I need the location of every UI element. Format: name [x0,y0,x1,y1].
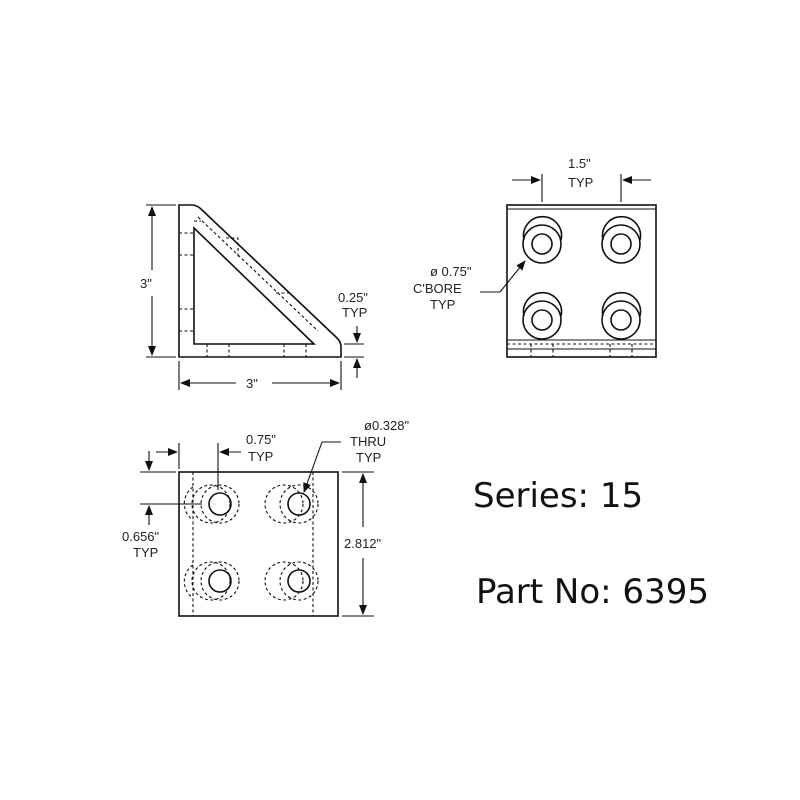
thru-hole [183,561,240,601]
vertical-offset-label: 0.656" [122,529,160,544]
series-label: Series: 15 [473,476,644,516]
side-height-label: 3" [140,276,152,291]
front-view: 0.75" TYP 0.656" TYP 2.812" ø0.328" THRU… [122,418,409,617]
cbore-label: C'BORE [413,281,462,296]
cbore-hole [601,291,642,340]
side-view: 3" 3" 0.25" TYP [140,204,368,391]
thickness-note: TYP [342,305,367,320]
cbore-note: TYP [430,297,455,312]
hole-label: THRU [350,434,386,449]
cbore-hole [601,215,642,264]
thru-hole [264,484,319,524]
part-number-label: Part No: 6395 [476,572,709,612]
thru-hole [264,561,319,601]
cbore-diameter: ø 0.75" [430,264,472,279]
edge-offset-label: 0.75" [246,432,276,447]
spacing-note: TYP [568,175,593,190]
thickness-label: 0.25" [338,290,368,305]
spacing-label: 1.5" [568,156,591,171]
front-height-label: 2.812" [344,536,382,551]
top-view: 1.5" TYP ø 0.75" C'BORE TYP [413,156,657,358]
side-width-label: 3" [246,376,258,391]
edge-offset-note: TYP [248,449,273,464]
hole-note: TYP [356,450,381,465]
cbore-hole [522,291,563,340]
vertical-offset-note: TYP [133,545,158,560]
cbore-hole [522,215,563,264]
hole-diameter: ø0.328" [364,418,409,433]
